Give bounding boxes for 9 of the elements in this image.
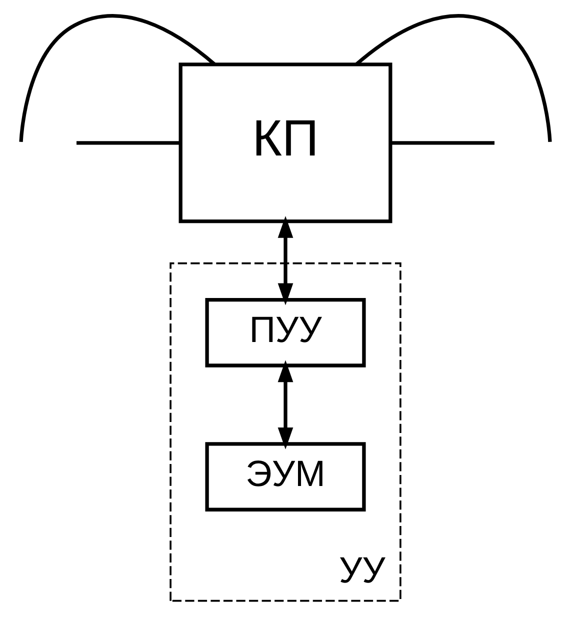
connector xyxy=(19,14,216,142)
node-box: ЭУМ xyxy=(205,442,366,512)
connector xyxy=(76,141,180,145)
arrow xyxy=(278,360,294,450)
node-box: ПУУ xyxy=(205,298,366,368)
connector xyxy=(390,141,494,145)
node-box: КП xyxy=(178,62,392,224)
connector xyxy=(355,14,552,142)
arrow xyxy=(278,216,294,306)
